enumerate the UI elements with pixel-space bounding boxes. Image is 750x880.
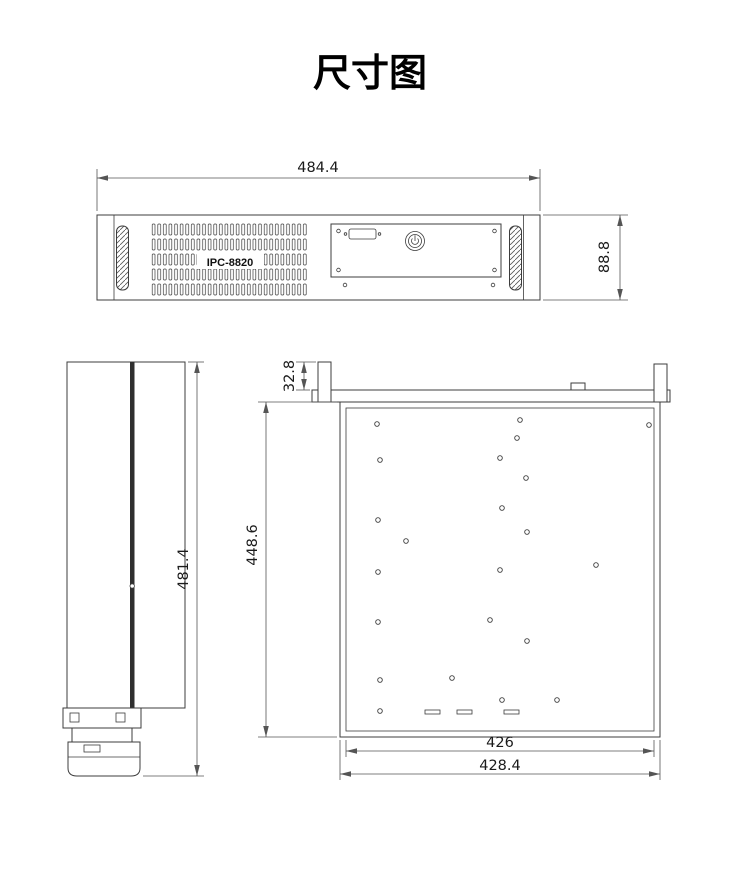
dim-label-top-inner-width: 426: [486, 735, 514, 751]
screw-hole: [377, 677, 383, 683]
screw-hole: [374, 421, 380, 427]
screw-hole: [646, 422, 652, 428]
vga-port: [348, 228, 377, 240]
front-bezel-profile: [67, 741, 141, 777]
dim-label-front-height: 88.8: [597, 241, 613, 273]
latch-bump: [570, 382, 586, 391]
dim-label-top-outer-width: 428.4: [479, 758, 521, 774]
screw-hole: [523, 475, 529, 481]
screw-hole: [377, 708, 383, 714]
side-cover-edge: [130, 362, 135, 708]
side-view: 481.4: [62, 361, 204, 777]
dim-top-outer-width: 428.4: [339, 740, 661, 780]
dim-label-front-width: 484.4: [297, 160, 339, 176]
screw-hole: [593, 562, 599, 568]
right-handle: [509, 225, 522, 291]
screw-hole: [449, 675, 455, 681]
dim-top-inner-width: 426: [345, 735, 655, 757]
screw-hole: [497, 455, 503, 461]
power-button: [405, 231, 425, 251]
dim-top-depth: 448.6: [245, 401, 337, 738]
dim-front-width: 484.4: [96, 160, 541, 211]
dim-top-ear: 32.8: [282, 360, 316, 392]
screw-hole: [499, 505, 505, 511]
screw-hole: [403, 538, 409, 544]
screw-holes: [374, 417, 652, 714]
screw-hole: [524, 638, 530, 644]
screw-hole: [497, 567, 503, 573]
screw-hole: [524, 529, 530, 535]
screw-hole: [487, 617, 493, 623]
dim-label-top-depth: 448.6: [245, 524, 261, 566]
screw-hole: [375, 569, 381, 575]
screw-hole: [517, 417, 523, 423]
screw-hole: [377, 457, 383, 463]
page-title: 尺寸图: [313, 53, 427, 95]
screw-hole: [499, 697, 505, 703]
screw-hole: [514, 435, 520, 441]
side-panel-outline: [66, 361, 186, 709]
front-ear-bar: [311, 389, 671, 403]
right-ear-tab: [653, 363, 668, 403]
front-io-panel: [330, 223, 502, 278]
screw-hole: [375, 517, 381, 523]
dim-side-depth: 481.4: [143, 361, 204, 777]
screw-hole: [375, 619, 381, 625]
front-view: 484.4 88.8 IPC-8820: [96, 160, 628, 301]
screw-hole: [554, 697, 560, 703]
dim-label-top-ear: 32.8: [282, 360, 298, 392]
left-handle: [116, 225, 129, 291]
left-ear-tab: [317, 361, 332, 403]
top-view: 32.8 448.6 426 428.4: [245, 360, 671, 780]
model-label: IPC-8820: [207, 257, 253, 269]
dim-label-side-depth: 481.4: [176, 548, 192, 590]
dim-front-height: 88.8: [543, 214, 628, 301]
